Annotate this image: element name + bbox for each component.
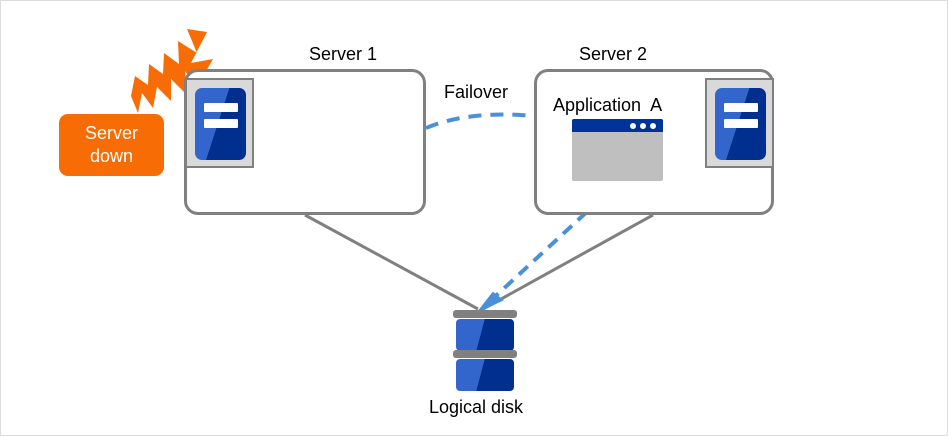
app-to-disk-arrowhead xyxy=(478,291,504,312)
application-a-label: Application A xyxy=(553,95,663,115)
server-down-line1: Server xyxy=(84,123,138,143)
window-dot-icon xyxy=(650,123,656,129)
application-window-icon[interactable] xyxy=(572,119,663,181)
server-down-badge[interactable]: Server down xyxy=(59,114,164,176)
server-slot-bar xyxy=(204,119,238,128)
server-slot-bar xyxy=(204,103,238,112)
server1-unit-icon[interactable] xyxy=(185,78,254,168)
connector-server2-to-disk xyxy=(482,213,654,311)
failover-arrow xyxy=(405,112,547,141)
disk-slab xyxy=(456,359,514,391)
logical-disk-label: Logical disk xyxy=(429,397,524,417)
server-chassis xyxy=(195,88,246,160)
disk-plate xyxy=(453,350,517,358)
disk-plate xyxy=(453,310,517,318)
disk-slab xyxy=(456,319,514,351)
server1-title: Server 1 xyxy=(309,44,378,64)
connector-server1-to-disk xyxy=(304,213,479,311)
logical-disk-icon[interactable] xyxy=(453,310,517,391)
server-down-line2: down xyxy=(89,146,134,166)
lightning-burst-icon xyxy=(131,29,213,113)
server-slot-bar xyxy=(724,119,758,128)
server2-unit-icon[interactable] xyxy=(705,78,774,168)
window-dot-icon xyxy=(630,123,636,129)
window-dot-icon xyxy=(640,123,646,129)
server-slot-bar xyxy=(724,103,758,112)
server-chassis xyxy=(715,88,766,160)
window-titlebar xyxy=(572,119,663,132)
failover-label: Failover xyxy=(444,82,509,102)
server2-title: Server 2 xyxy=(579,44,648,64)
